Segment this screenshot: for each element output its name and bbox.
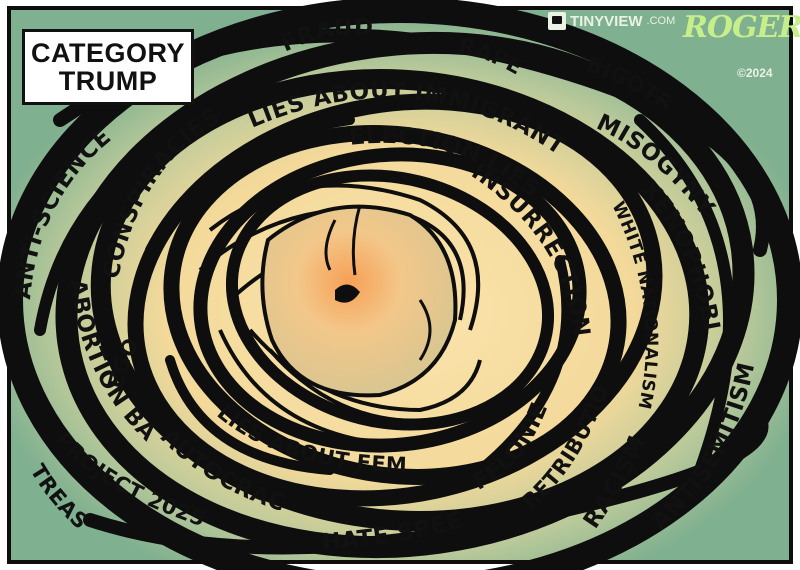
site-suffix: .COM — [646, 15, 676, 27]
tinyview-icon — [548, 12, 566, 30]
storm-eye — [260, 204, 458, 398]
title-box: CATEGORY TRUMP — [22, 29, 194, 105]
title-line-2: TRUMP — [58, 66, 158, 96]
copyright-notice: ©2024 — [737, 66, 773, 80]
title-line-1: CATEGORY — [30, 37, 185, 68]
site-credit: TINYVIEW.COM — [548, 10, 675, 32]
site-name: TINYVIEW — [570, 12, 643, 30]
artist-signature: ROGERS — [683, 10, 800, 45]
